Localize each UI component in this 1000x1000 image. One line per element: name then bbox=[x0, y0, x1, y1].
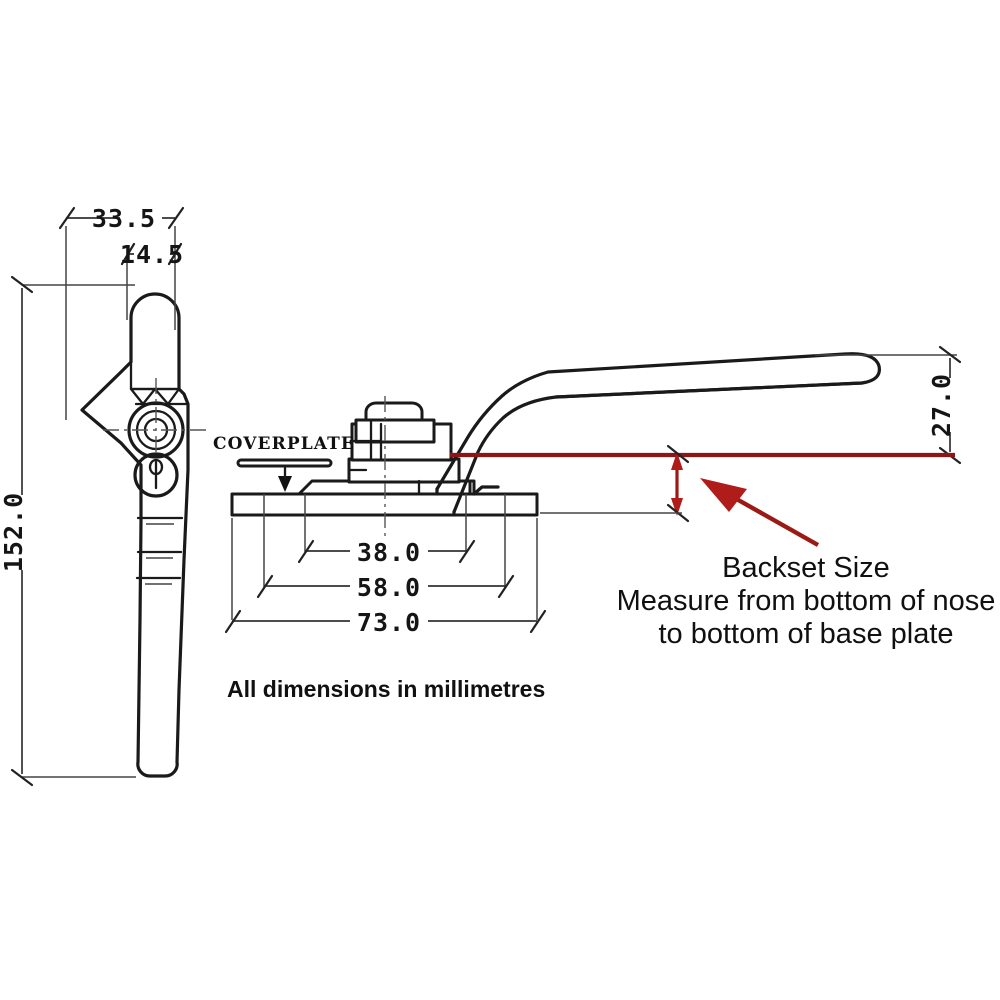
dim-label-27-0: 27.0 bbox=[927, 373, 956, 437]
dim-tick-14-right bbox=[167, 242, 183, 266]
side-view-dimensions bbox=[224, 494, 547, 634]
front-view-dimensions bbox=[10, 206, 185, 787]
front-view-group bbox=[80, 292, 210, 778]
keyhole-circle bbox=[133, 452, 179, 498]
dim-label-14-5: 14.5 bbox=[120, 240, 184, 269]
backset-pointer-head bbox=[700, 478, 747, 512]
dim-tick-152-bottom bbox=[10, 768, 34, 787]
dim-label-73-0: 73.0 bbox=[357, 608, 421, 637]
dim-tick-152-top bbox=[10, 275, 34, 294]
backset-arrow-head-up bbox=[671, 452, 683, 470]
lever-arm-upper-profile bbox=[435, 352, 881, 491]
dim-tick-38-right bbox=[458, 539, 476, 564]
backset-tick-top bbox=[666, 444, 690, 464]
handle-nose-inner-line bbox=[129, 292, 181, 391]
backset-callout-line-1: Measure from bottom of nose bbox=[617, 585, 996, 617]
coverplate-label: COVERPLATE bbox=[213, 434, 355, 454]
nose-collar-left-wedge bbox=[129, 387, 157, 406]
mechanism-dome-cap bbox=[364, 401, 424, 422]
backset-annotation-group bbox=[450, 444, 955, 547]
plate-right-step bbox=[472, 485, 500, 496]
dim-tick-58-right bbox=[497, 574, 515, 599]
nose-collar-right-wedge bbox=[153, 387, 181, 406]
lever-arm-lower-profile bbox=[452, 381, 864, 514]
coverplate-bar bbox=[236, 458, 333, 468]
side-view-group bbox=[230, 352, 881, 540]
dim-tick-27-top bbox=[938, 345, 962, 364]
backset-callout-line-2: to bottom of base plate bbox=[658, 618, 953, 650]
coverplate-arrow-head bbox=[278, 476, 292, 492]
coverplate-callout bbox=[236, 458, 333, 492]
dim-tick-33-right bbox=[167, 206, 185, 230]
dim-tick-73-right bbox=[529, 609, 547, 634]
dim-tick-38-left bbox=[297, 539, 315, 564]
dim-label-33-5: 33.5 bbox=[92, 204, 156, 233]
lever-arm-root bbox=[435, 487, 456, 517]
units-note: All dimensions in millimetres bbox=[227, 676, 545, 702]
dim-label-152-0: 152.0 bbox=[0, 492, 28, 572]
dim-tick-58-left bbox=[256, 574, 274, 599]
backset-pointer-shaft bbox=[731, 495, 820, 547]
dim-label-58-0: 58.0 bbox=[357, 573, 421, 602]
backset-arrow-head-down bbox=[671, 498, 683, 516]
backset-callout-heading: Backset Size bbox=[722, 552, 890, 584]
keyhole-slot-head bbox=[148, 458, 164, 476]
dim-tick-73-left bbox=[224, 609, 242, 634]
dim-tick-33-left bbox=[58, 206, 76, 230]
dim-label-38-0: 38.0 bbox=[357, 538, 421, 567]
dim-tick-14-left bbox=[120, 242, 136, 266]
